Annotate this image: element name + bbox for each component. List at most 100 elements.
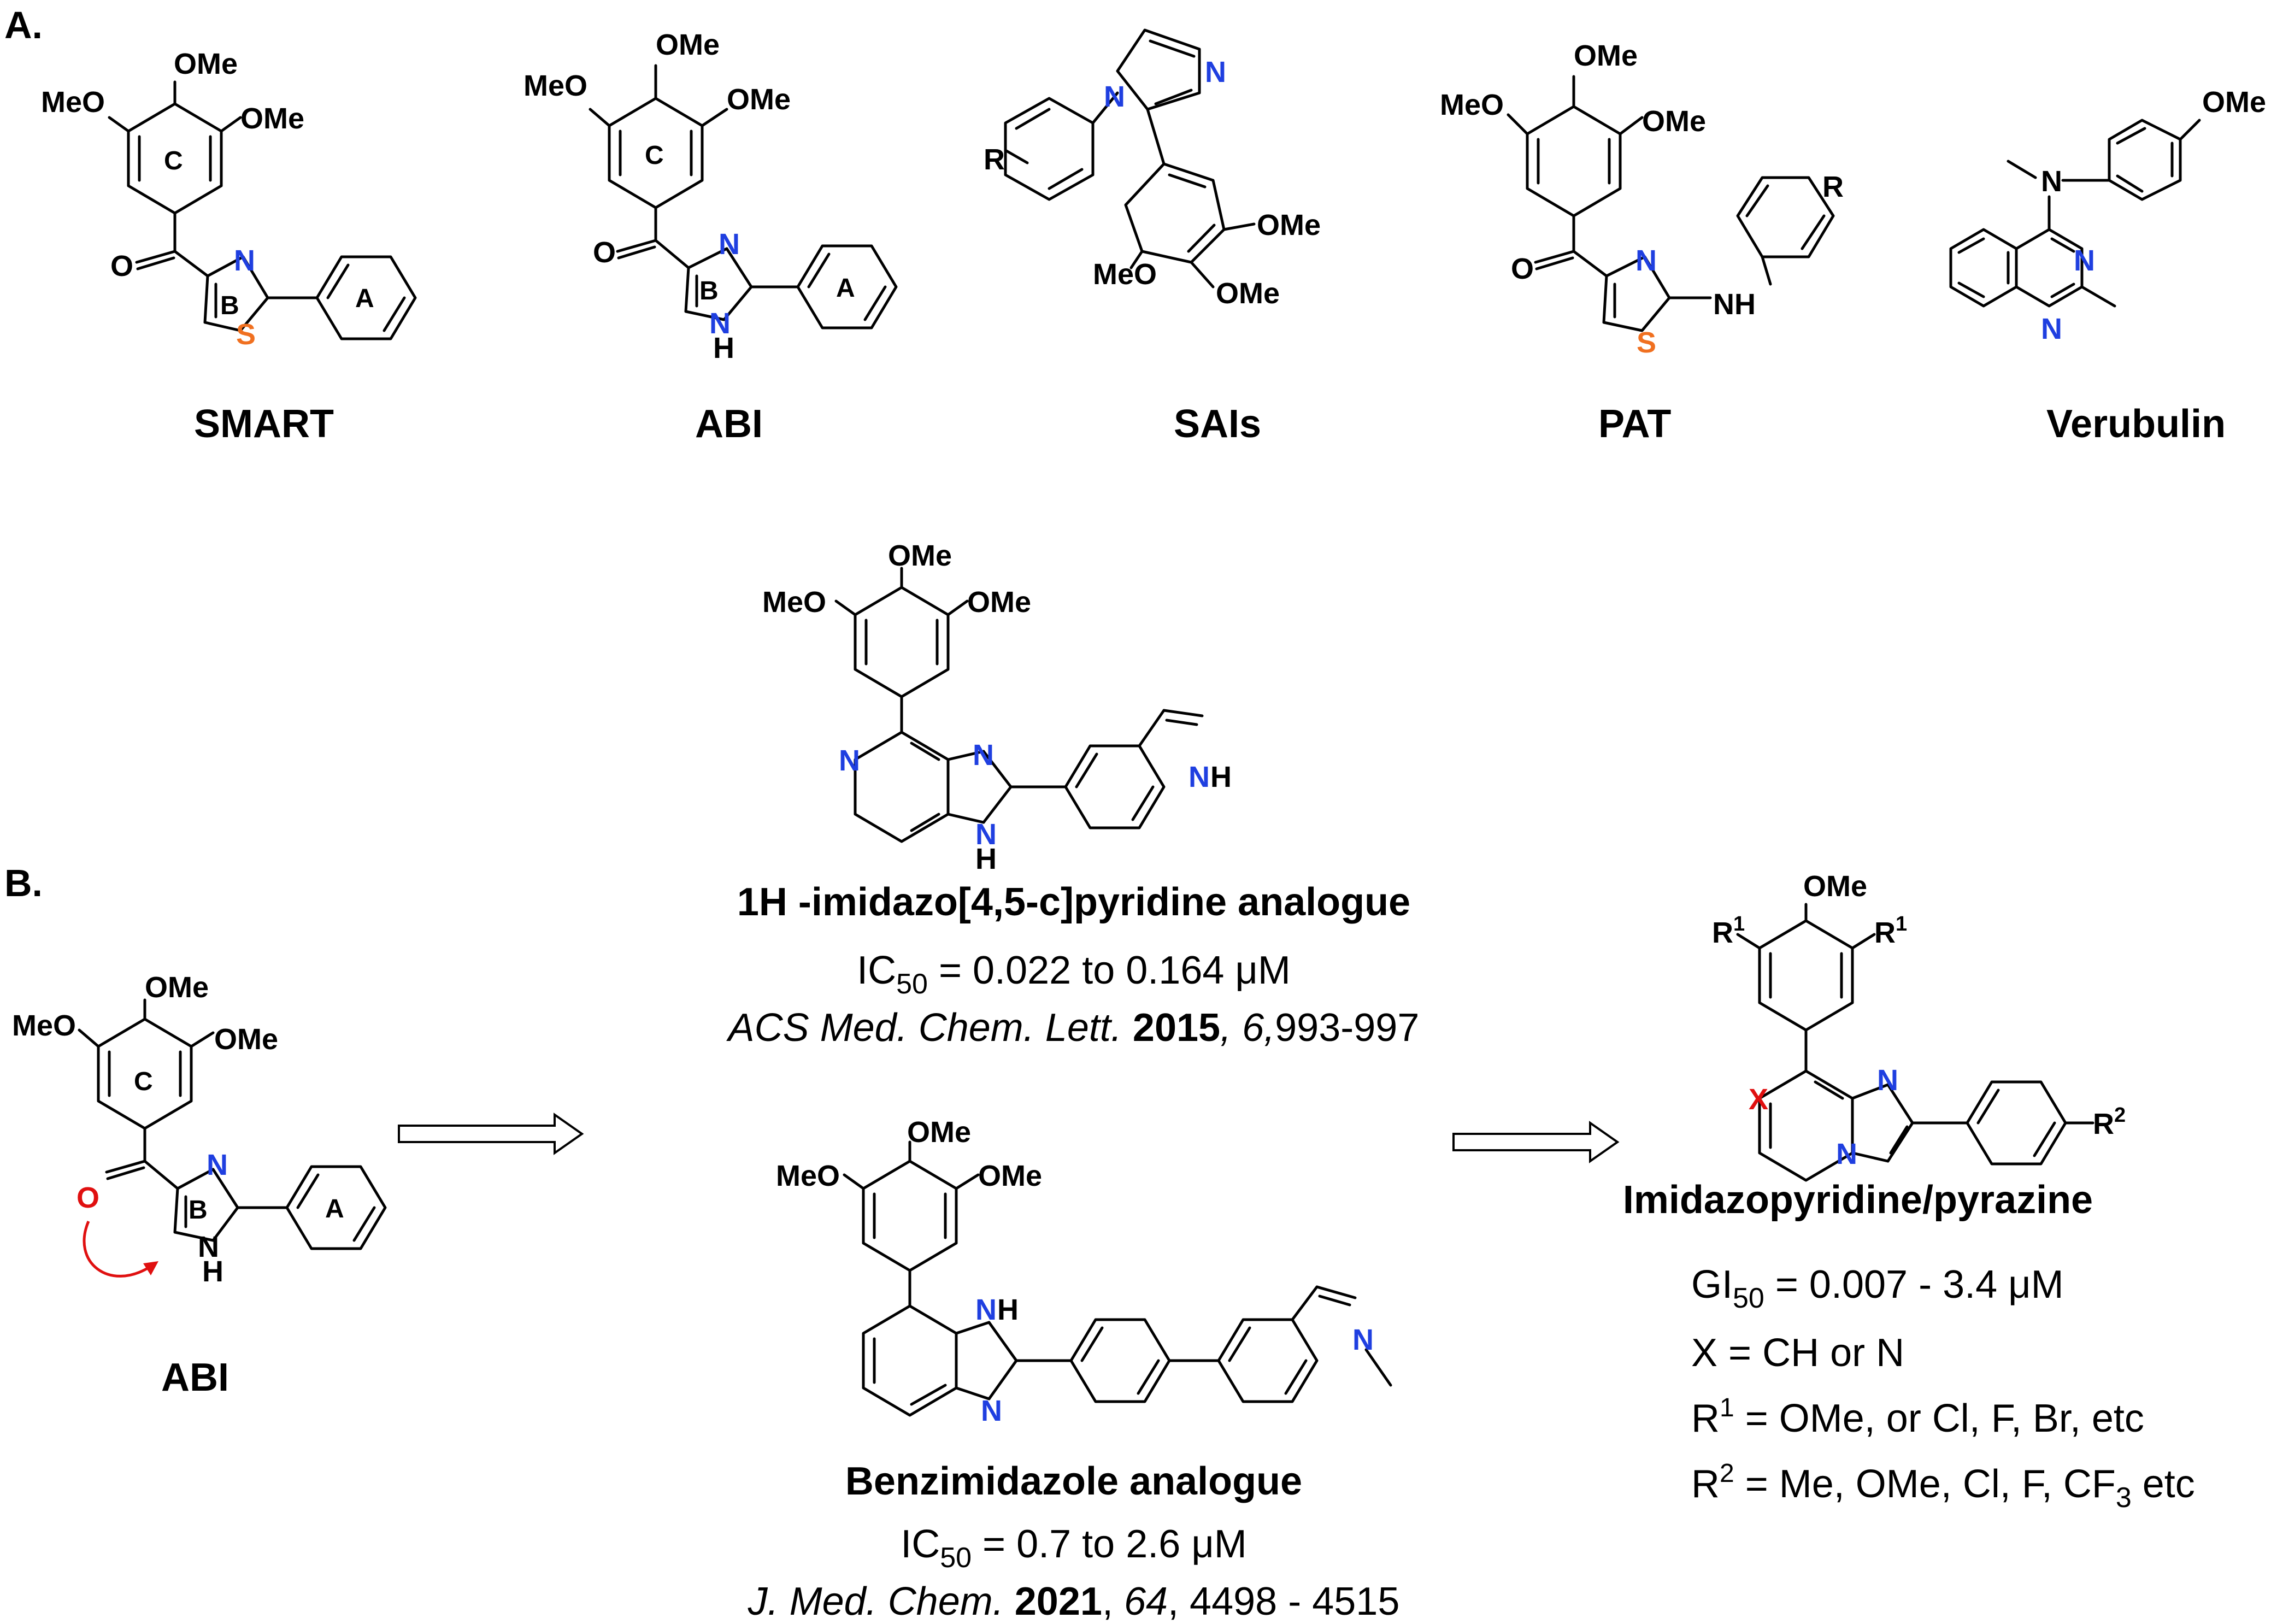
sais-ome-bottom: OMe bbox=[1216, 277, 1280, 310]
pat-meo: MeO bbox=[1440, 89, 1504, 121]
imidazopyridine-name: 1H -imidazo[4,5-c]pyridine analogue bbox=[737, 880, 1410, 924]
abi-b-ring-b-label: B bbox=[189, 1196, 208, 1225]
sais-meo: MeO bbox=[1093, 258, 1157, 291]
abi-ring-a-label: A bbox=[836, 274, 855, 303]
hollow-arrow-left bbox=[398, 1113, 584, 1155]
imidazopyridine-ome-top: OMe bbox=[888, 539, 952, 572]
target-r1-definition: R1 = OMe, or Cl, F, Br, etc bbox=[1691, 1393, 2144, 1440]
smart-ring-c-label: C bbox=[164, 146, 183, 175]
verubulin-n-amine: N bbox=[2041, 165, 2062, 198]
verubulin-name: Verubulin bbox=[2046, 402, 2226, 446]
abi-b-structure bbox=[78, 998, 387, 1250]
imidazopyridine-indole-n: N bbox=[1188, 761, 1210, 793]
target-x-definition: X = CH or N bbox=[1691, 1331, 1904, 1375]
benzimidazole-ome-right: OMe bbox=[978, 1160, 1042, 1192]
imidazopyridine-pyridine-n: N bbox=[839, 744, 860, 777]
benzimidazole-structure bbox=[843, 1140, 1392, 1417]
sais-n1: N bbox=[1104, 80, 1125, 113]
abi-nh-n: N bbox=[709, 307, 731, 340]
target-x: X bbox=[1749, 1083, 1768, 1116]
abi-b-name: ABI bbox=[161, 1356, 229, 1399]
section-a-label: A. bbox=[4, 4, 43, 46]
imidazopyridine-ic50: IC50 = 0.022 to 0.164 μM bbox=[857, 949, 1291, 1000]
pat-s: S bbox=[1637, 326, 1656, 359]
pat-structure bbox=[1507, 75, 1835, 332]
pat-ome-right: OMe bbox=[1642, 105, 1706, 138]
abi-meo: MeO bbox=[523, 69, 587, 102]
smart-ome-right: OMe bbox=[240, 102, 304, 135]
verubulin-ome: OMe bbox=[2202, 86, 2266, 119]
target-structure bbox=[1736, 903, 2094, 1182]
pat-r: R bbox=[1822, 170, 1844, 203]
abi-structure bbox=[589, 64, 898, 329]
abi-b-n: N bbox=[207, 1149, 228, 1181]
sais-r: R bbox=[984, 143, 1005, 176]
imidazopyridine-reference: ACS Med. Chem. Lett. 2015, 6,993-997 bbox=[726, 1006, 1420, 1050]
target-gi50: GI50 = 0.007 - 3.4 μM bbox=[1691, 1263, 2064, 1314]
smart-n: N bbox=[234, 244, 255, 277]
benzimidazole-indole-n: N bbox=[1352, 1323, 1374, 1356]
target-r1-right: R1 bbox=[1874, 913, 1907, 949]
abi-b-ring-c-label: C bbox=[134, 1067, 153, 1096]
target-name: Imidazopyridine/pyrazine bbox=[1623, 1178, 2093, 1222]
target-r2-definition: R2 = Me, OMe, Cl, F, CF3 etc bbox=[1691, 1459, 2195, 1514]
abi-ring-c-label: C bbox=[645, 141, 664, 170]
smart-name: SMART bbox=[194, 402, 334, 446]
imidazopyridine-meo: MeO bbox=[762, 586, 826, 619]
benzimidazole-meo: MeO bbox=[776, 1160, 840, 1192]
abi-b-meo: MeO bbox=[12, 1009, 76, 1042]
imidazopyridine-n1: N bbox=[975, 818, 997, 851]
abi-name: ABI bbox=[695, 402, 763, 446]
hollow-arrow-right bbox=[1452, 1121, 1620, 1163]
pat-carbonyl-o: O bbox=[1511, 252, 1534, 285]
target-r2: R2 bbox=[2093, 1104, 2126, 1140]
verubulin-structure bbox=[1949, 119, 2201, 308]
target-n-imidazole: N bbox=[1877, 1064, 1898, 1097]
pat-name: PAT bbox=[1598, 402, 1671, 446]
benzimidazole-name: Benzimidazole analogue bbox=[845, 1460, 1302, 1503]
ring-closure-arrowhead bbox=[143, 1261, 158, 1275]
sais-name: SAIs bbox=[1174, 402, 1261, 446]
abi-ome-right: OMe bbox=[727, 83, 791, 116]
abi-b-ome-top: OMe bbox=[145, 971, 209, 1004]
verubulin-n1: N bbox=[2041, 313, 2062, 345]
abi-b-nh-n: N bbox=[198, 1231, 219, 1263]
abi-ome-top: OMe bbox=[656, 28, 720, 61]
smart-ome-top: OMe bbox=[174, 48, 238, 80]
pat-nh: NH bbox=[1713, 288, 1756, 321]
pat-ome-top: OMe bbox=[1574, 39, 1638, 72]
benzimidazole-n1-h: H bbox=[997, 1293, 1019, 1326]
benzimidazole-n1: N bbox=[975, 1293, 997, 1326]
smart-ring-a-label: A bbox=[355, 284, 374, 313]
abi-b-nh-h: H bbox=[202, 1255, 223, 1288]
imidazopyridine-n1-h: H bbox=[975, 843, 997, 875]
benzimidazole-reference: J. Med. Chem. 2021, 64, 4498 - 4515 bbox=[748, 1580, 1400, 1623]
ring-closure-arrow bbox=[83, 1221, 151, 1278]
abi-n: N bbox=[719, 228, 740, 261]
imidazopyridine-ome-right: OMe bbox=[967, 586, 1031, 619]
abi-carbonyl-o: O bbox=[593, 236, 616, 269]
abi-b-ring-a-label: A bbox=[325, 1195, 344, 1223]
verubulin-n3: N bbox=[2074, 244, 2095, 277]
benzimidazole-ome-top: OMe bbox=[907, 1116, 971, 1149]
target-r1-left: R1 bbox=[1712, 913, 1745, 949]
smart-structure bbox=[108, 80, 417, 340]
target-n-bridgehead: N bbox=[1836, 1138, 1857, 1170]
smart-carbonyl-o: O bbox=[110, 250, 133, 283]
smart-ring-b-label: B bbox=[220, 291, 239, 320]
sais-n3: N bbox=[1205, 56, 1226, 89]
abi-nh-h: H bbox=[713, 332, 734, 364]
imidazopyridine-indole-h: H bbox=[1210, 761, 1232, 793]
abi-b-ome-right: OMe bbox=[214, 1023, 278, 1056]
imidazopyridine-n3: N bbox=[973, 739, 994, 772]
pat-n: N bbox=[1635, 244, 1657, 277]
section-b-label: B. bbox=[4, 862, 43, 904]
smart-meo: MeO bbox=[41, 86, 105, 119]
abi-b-carbonyl-o: O bbox=[77, 1181, 99, 1214]
smart-s: S bbox=[236, 318, 256, 351]
benzimidazole-ic50: IC50 = 0.7 to 2.6 μM bbox=[901, 1522, 1247, 1574]
abi-ring-b-label: B bbox=[699, 276, 719, 305]
sais-ome-right: OMe bbox=[1257, 209, 1321, 242]
sais-structure bbox=[1004, 28, 1256, 289]
